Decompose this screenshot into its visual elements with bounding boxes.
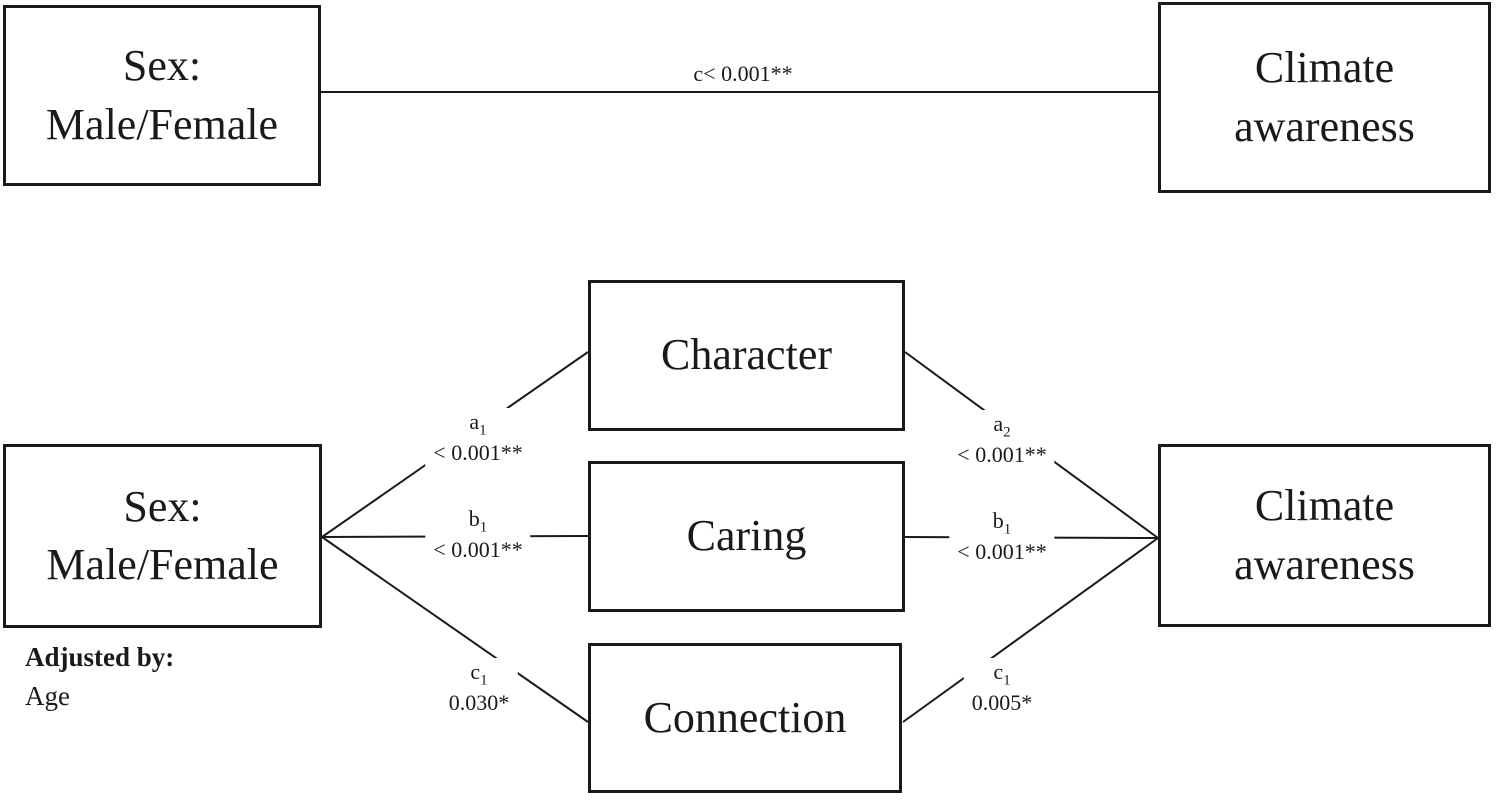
coefficient-letter: b [992,508,1004,533]
path-p-value: < 0.001** [433,537,523,563]
path-b1-right-label: b1 < 0.001** [949,507,1055,567]
coefficient-letter: c [470,659,481,684]
path-c1-left-line [321,536,589,723]
box-text-line: Climate [1254,43,1395,93]
coefficient-subscript: 1 [479,422,487,439]
path-coefficient: b1 [469,506,488,537]
box-text-line: awareness [1234,539,1415,589]
path-coefficient: a1 [469,409,486,440]
box-text-line: Sex: [123,481,202,531]
box-text-line: Connection [643,692,847,742]
path-coefficient: a2 [993,411,1010,442]
path-coefficient: c1 [993,659,1010,690]
coefficient-letter: b [468,506,480,531]
path-c1-left-label: c1 0.030* [440,658,518,718]
mediation-predictor-box: Sex: Male/Female [3,444,322,628]
path-p-value: < 0.001** [433,440,523,466]
box-text-line: Sex: [122,41,202,91]
path-a1-label: a1 < 0.001** [425,408,531,468]
box-text-line: Character [661,330,832,380]
path-c1-right-line [902,537,1159,723]
box-text-line: Caring [686,511,807,561]
path-p-value: < 0.001** [957,539,1047,565]
coefficient-letter: c [993,659,1004,684]
box-text-line: Male/Female [45,99,279,149]
path-p-value: < 0.001** [957,442,1047,468]
coefficient-letter: a [469,409,480,434]
path-coefficient: c1 [470,659,487,690]
coefficient-letter: c [693,61,704,86]
coefficient-subscript: 1 [479,519,488,536]
box-text-line: Male/Female [46,540,279,589]
path-coefficient: b1 [993,508,1012,539]
adjusted-by-value: Age [25,681,70,712]
coefficient-subscript: 2 [1003,424,1011,441]
path-p-value: < 0.001** [703,61,793,86]
coefficient-subscript: 1 [1003,521,1012,538]
mediator-box-connection: Connection [588,643,902,793]
coefficient-letter: a [993,411,1004,436]
mediator-box-caring: Caring [588,461,905,612]
path-b1-left-label: b1 < 0.001** [425,505,531,565]
adjusted-by-note: Adjusted by: Age [25,638,174,716]
total-effect-outcome-box: Climate awareness [1158,2,1491,193]
path-c-label: c< 0.001** [683,60,803,88]
mediator-box-character: Character [588,280,905,431]
coefficient-subscript: 1 [480,672,488,689]
total-effect-predictor-box: Sex: Male/Female [3,5,321,186]
mediation-outcome-box: Climate awareness [1158,444,1491,627]
adjusted-by-label: Adjusted by: [25,642,175,672]
coefficient-subscript: 1 [1003,672,1011,689]
path-p-value: 0.005* [971,690,1033,716]
path-c1-right-label: c1 0.005* [963,658,1041,718]
box-text-line: awareness [1234,101,1415,151]
path-p-value: 0.030* [448,690,510,716]
box-text-line: Climate [1254,481,1395,531]
path-a2-label: a2 < 0.001** [949,410,1055,470]
